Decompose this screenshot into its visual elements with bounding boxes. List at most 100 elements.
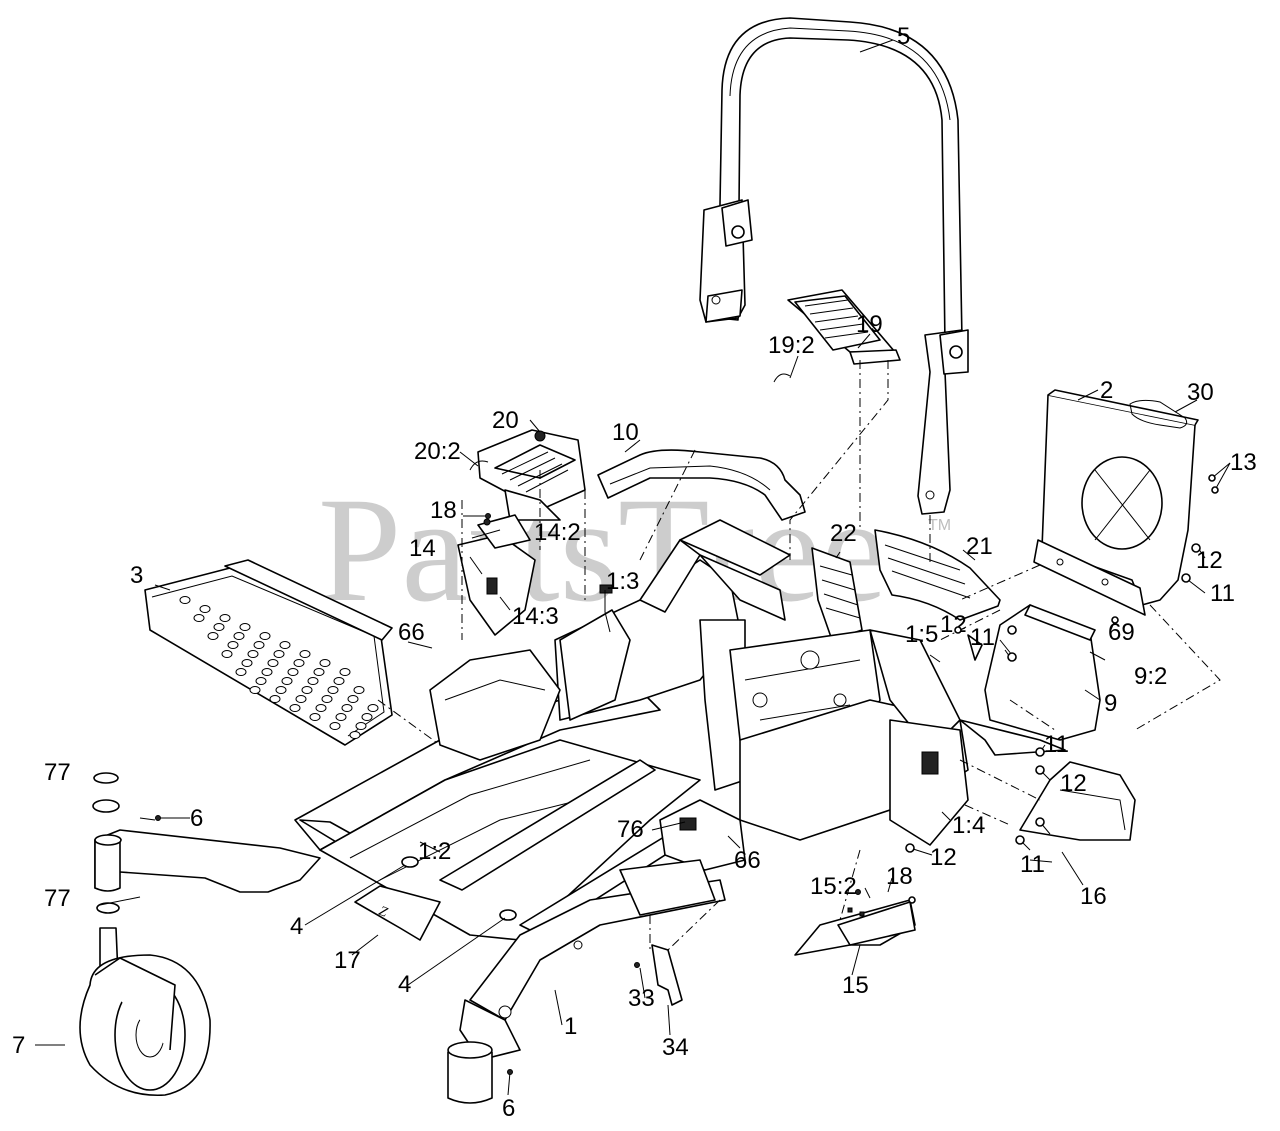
- callout-13[interactable]: 13: [1230, 449, 1257, 476]
- callout-14-2[interactable]: 14:2: [534, 519, 581, 546]
- foot-plate-hole: [253, 641, 265, 649]
- callout-12-upper-right[interactable]: 12: [1196, 547, 1223, 574]
- foot-plate-hole: [349, 731, 361, 739]
- callout-33[interactable]: 33: [628, 985, 655, 1012]
- foot-plate-hole: [247, 650, 259, 658]
- foot-plate-hole: [199, 605, 211, 613]
- watermark-text: PartsTree: [318, 467, 887, 633]
- foot-plate-hole: [367, 704, 379, 712]
- callout-5[interactable]: 5: [897, 23, 910, 50]
- foot-plate-hole: [281, 677, 293, 685]
- foot-plate-hole: [295, 695, 307, 703]
- callout-19[interactable]: 19: [856, 311, 883, 338]
- callout-2[interactable]: 2: [1100, 377, 1113, 404]
- callout-1-3[interactable]: 1:3: [606, 568, 639, 595]
- foot-plate-hole: [193, 614, 205, 622]
- foot-plate-hole: [235, 668, 247, 676]
- callout-1-5[interactable]: 1:5: [905, 621, 938, 648]
- assembly-lines: [377, 360, 1221, 951]
- callout-11-lower[interactable]: 11: [1044, 731, 1069, 758]
- callout-3[interactable]: 3: [130, 562, 143, 589]
- part-21-shield[interactable]: [874, 529, 1001, 661]
- foot-plate-hole: [319, 659, 331, 667]
- callout-77-upper[interactable]: 77: [44, 759, 71, 786]
- foot-plate-hole: [307, 677, 319, 685]
- callout-18-upper[interactable]: 18: [430, 497, 457, 524]
- foot-plate-hole: [353, 686, 365, 694]
- callout-6-lower[interactable]: 6: [502, 1095, 515, 1122]
- foot-plate-hole: [241, 659, 253, 667]
- part-1-main-frame[interactable]: Z: [294, 519, 969, 1104]
- part-7-caster-wheel[interactable]: [79, 927, 211, 1097]
- callout-11-bottom[interactable]: 11: [1020, 851, 1045, 878]
- callout-17[interactable]: 17: [334, 947, 361, 974]
- callout-12-middle[interactable]: 12: [940, 611, 967, 638]
- callout-12-bottom[interactable]: 12: [930, 844, 957, 871]
- callout-6-upper[interactable]: 6: [190, 805, 203, 832]
- callout-69[interactable]: 69: [1108, 619, 1135, 646]
- callout-77-lower[interactable]: 77: [44, 885, 71, 912]
- callout-16[interactable]: 16: [1080, 883, 1107, 910]
- foot-plate-hole: [355, 722, 367, 730]
- callout-14[interactable]: 14: [409, 535, 436, 562]
- callout-9-2[interactable]: 9:2: [1134, 663, 1167, 690]
- foot-plate-hole: [321, 695, 333, 703]
- foot-plate-hole: [207, 632, 219, 640]
- foot-plate-hole: [219, 614, 231, 622]
- part-30-decal[interactable]: [1129, 399, 1188, 429]
- part-3-foot-plate[interactable]: [144, 559, 393, 746]
- callout-7[interactable]: 7: [12, 1032, 25, 1059]
- callout-21[interactable]: 21: [966, 533, 993, 560]
- callout-22[interactable]: 22: [830, 520, 857, 547]
- callout-15[interactable]: 15: [842, 972, 869, 999]
- callout-34[interactable]: 34: [662, 1034, 689, 1061]
- callout-1-4[interactable]: 1:4: [952, 812, 985, 839]
- part-5-roll-bar[interactable]: [699, 17, 969, 515]
- foot-plate-hole: [227, 641, 239, 649]
- callout-20-2[interactable]: 20:2: [414, 438, 461, 465]
- part-16-bumper[interactable]: [1019, 761, 1136, 841]
- callout-1-2[interactable]: 1:2: [418, 838, 451, 865]
- callout-4-lower[interactable]: 4: [398, 971, 411, 998]
- callout-4-upper[interactable]: 4: [290, 913, 303, 940]
- callout-15-2[interactable]: 15:2: [810, 873, 857, 900]
- callout-66-lower[interactable]: 66: [734, 847, 761, 874]
- foot-plate-hole: [309, 713, 321, 721]
- part-10-console-cover[interactable]: [597, 449, 806, 521]
- callout-11-middle[interactable]: 11: [970, 624, 995, 651]
- callout-30[interactable]: 30: [1187, 379, 1214, 406]
- callout-9[interactable]: 9: [1104, 690, 1117, 717]
- part-caster-arm[interactable]: [94, 829, 321, 893]
- foot-plate-hole: [273, 650, 285, 658]
- foot-plate-hole: [221, 650, 233, 658]
- callout-14-3[interactable]: 14:3: [512, 603, 559, 630]
- callout-10[interactable]: 10: [612, 419, 639, 446]
- foot-plate-hole: [233, 632, 245, 640]
- part-9-bracket[interactable]: [959, 604, 1101, 756]
- part-77-bushing[interactable]: [92, 772, 120, 914]
- part-34-bracket[interactable]: [651, 944, 683, 1006]
- foot-plate-hole: [315, 704, 327, 712]
- foot-plate-hole: [289, 704, 301, 712]
- callout-18-lower[interactable]: 18: [886, 863, 913, 890]
- foot-plate-hole: [333, 677, 345, 685]
- callout-19-2[interactable]: 19:2: [768, 332, 815, 359]
- callout-76[interactable]: 76: [617, 816, 644, 843]
- callout-12-lower-right[interactable]: 12: [1060, 770, 1087, 797]
- foot-plate-hole: [339, 668, 351, 676]
- part-14-bracket[interactable]: [457, 514, 536, 636]
- foot-plate-hole: [239, 623, 251, 631]
- callout-66-upper[interactable]: 66: [398, 619, 425, 646]
- foot-plate-hole: [287, 668, 299, 676]
- foot-plate-hole: [313, 668, 325, 676]
- foot-plate-hole: [347, 695, 359, 703]
- part-2-rear-panel[interactable]: [1033, 389, 1199, 616]
- foot-plate-hole: [361, 713, 373, 721]
- part-20-pedal-plate[interactable]: [469, 429, 586, 521]
- callout-1[interactable]: 1: [564, 1013, 577, 1040]
- foot-plate-hole: [213, 623, 225, 631]
- callout-20[interactable]: 20: [492, 407, 519, 434]
- foot-plate-hole: [329, 722, 341, 730]
- callout-11-upper-right[interactable]: 11: [1210, 580, 1235, 607]
- part-15-plate[interactable]: [794, 899, 916, 956]
